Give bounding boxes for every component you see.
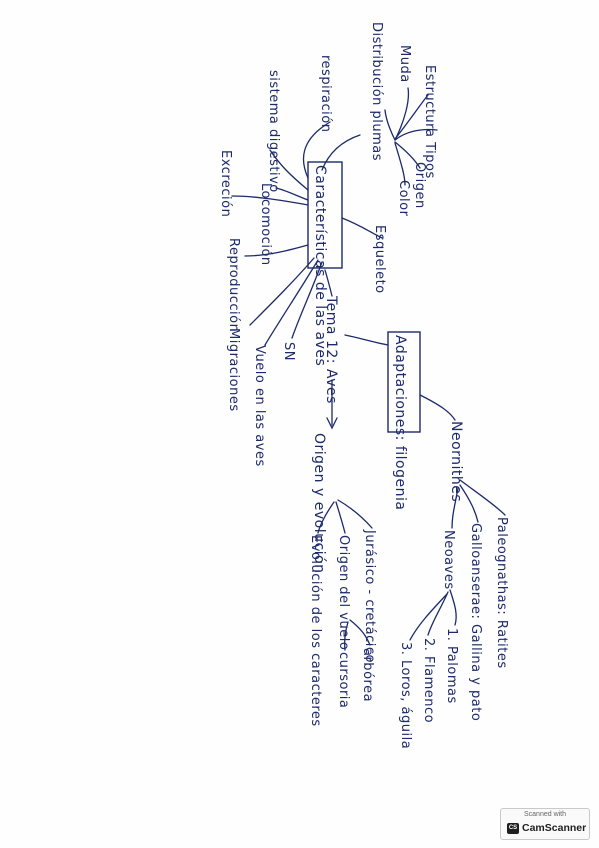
line-neorn-gallo	[459, 484, 479, 523]
node-neo2: 2. Flamenco	[421, 638, 436, 723]
node-neoaves: Neoaves	[441, 530, 456, 590]
line-vuelo-cursoria	[343, 621, 349, 651]
line-hub-estructura	[394, 94, 429, 140]
line-carac-sn	[291, 261, 323, 339]
node-origen-vuelo: Origen del vuelo	[336, 535, 351, 650]
node-origen-pluma: Origen	[412, 162, 427, 209]
node-locomocion: Locomoción	[258, 183, 273, 266]
node-center: Tema 12: Aves	[323, 295, 339, 404]
line-tema-adapt	[344, 334, 389, 346]
labels: Características de las aves Adaptaciones…	[218, 22, 509, 749]
line-carac-respiracion	[302, 121, 331, 179]
node-arborea: arbórea	[360, 648, 375, 702]
node-neo3: 3. Loros, águila	[398, 642, 413, 749]
node-neo1: 1. Palomas	[444, 628, 459, 704]
line-hub-color	[394, 142, 406, 186]
connectors	[231, 87, 506, 651]
line-hub-plumas	[384, 109, 396, 141]
camscanner-watermark: Scanned with CS CamScanner	[500, 808, 590, 840]
line-carac-esqueleto	[341, 217, 383, 239]
scanned-with-text: Scanned with	[523, 811, 567, 818]
line-carac-migraciones	[249, 257, 315, 326]
node-migraciones: Migraciones	[226, 328, 241, 412]
node-plumas: Distribución plumas	[369, 22, 384, 161]
line-carac-locomocion	[275, 187, 309, 201]
node-galloanserae: Galloanserae: Gallina y pato	[468, 523, 483, 721]
node-excrecion: Excreción	[218, 150, 233, 217]
adaptaciones-box	[387, 331, 421, 433]
line-hub-muda	[394, 87, 410, 141]
node-caracteristicas: Características de las aves	[312, 165, 328, 366]
node-vuelo: Vuelo en las aves	[252, 345, 267, 467]
line-adapt-neorn	[419, 394, 456, 421]
node-cursoria: cursoria	[336, 652, 351, 708]
node-neornithes: Neornithes	[448, 421, 464, 502]
caracteristicas-box	[307, 161, 343, 269]
node-digestivo: sistema digestivo	[266, 70, 281, 193]
node-paleognatas: Paleognathas: Ratites	[494, 517, 509, 669]
node-evolucion-caracteres: Evolución de los caracteres	[308, 535, 323, 727]
node-esqueleto: Esqueleto	[372, 225, 387, 294]
node-reproduccion: Reproducción	[226, 238, 241, 332]
line-vuelo-arborea	[349, 619, 371, 646]
line-hub-tipos	[394, 128, 438, 141]
arrow-head	[326, 417, 338, 430]
line-neoaves-2	[427, 591, 449, 636]
line-origen-jurasico	[337, 499, 373, 529]
line-carac-reproduccion	[244, 244, 309, 257]
node-jurasico: Jurásico - cretácico	[362, 529, 377, 663]
node-muda: Muda	[397, 45, 412, 83]
node-tipos: Estructura Tipos	[422, 65, 437, 179]
line-origen-vuelo	[335, 501, 346, 534]
line-hub-origen	[394, 141, 421, 169]
camscanner-name: CamScanner	[522, 822, 587, 834]
node-color: Color	[396, 180, 411, 217]
camscanner-logo-icon: CS	[507, 823, 519, 834]
node-respiracion: respiración	[318, 55, 333, 132]
line-neoaves-1	[449, 589, 457, 626]
line-neorn-neoaves	[451, 487, 459, 529]
line-carac-tema	[324, 269, 333, 297]
line-neoaves-3	[409, 593, 448, 641]
line-origen-evol	[317, 501, 335, 534]
node-sn: SN	[281, 342, 296, 361]
node-adaptaciones: Adaptaciones: filogenia	[392, 335, 408, 510]
line-carac-vuelo	[264, 259, 319, 346]
line-carac-excrecion	[231, 195, 309, 206]
node-origen: Origen y evolución	[311, 433, 327, 573]
line-carac-digestivo	[269, 149, 309, 191]
line-neorn-paleo	[459, 479, 506, 516]
line-carac-plumas	[321, 134, 361, 171]
